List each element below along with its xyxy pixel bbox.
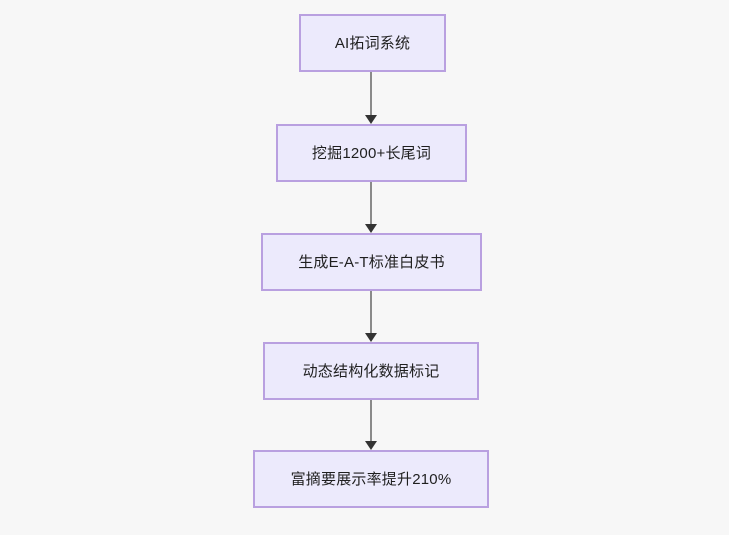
edge-line: [370, 400, 372, 441]
arrowhead-icon: [365, 115, 377, 124]
edge-line: [370, 291, 372, 333]
flowchart-node-n2[interactable]: 挖掘1200+长尾词: [276, 124, 467, 182]
flowchart-edge-n3-n4: [365, 291, 377, 342]
arrowhead-icon: [365, 441, 377, 450]
edge-line: [370, 182, 372, 224]
arrowhead-icon: [365, 224, 377, 233]
flowchart-edge-n1-n2: [365, 72, 377, 124]
flowchart-node-label: 生成E-A-T标准白皮书: [298, 253, 445, 271]
edge-line: [370, 72, 372, 115]
flowchart-node-n1[interactable]: AI拓词系统: [299, 14, 446, 72]
flowchart-node-n3[interactable]: 生成E-A-T标准白皮书: [261, 233, 482, 291]
flowchart-node-label: 富摘要展示率提升210%: [290, 470, 452, 488]
flowchart-node-label: 挖掘1200+长尾词: [311, 144, 432, 162]
flowchart-node-n5[interactable]: 富摘要展示率提升210%: [253, 450, 489, 508]
flowchart-node-label: AI拓词系统: [334, 34, 411, 52]
flowchart-edge-n2-n3: [365, 182, 377, 233]
flowchart-node-label: 动态结构化数据标记: [302, 362, 440, 380]
flowchart-node-n4[interactable]: 动态结构化数据标记: [263, 342, 479, 400]
arrowhead-icon: [365, 333, 377, 342]
flowchart-edge-n4-n5: [365, 400, 377, 450]
